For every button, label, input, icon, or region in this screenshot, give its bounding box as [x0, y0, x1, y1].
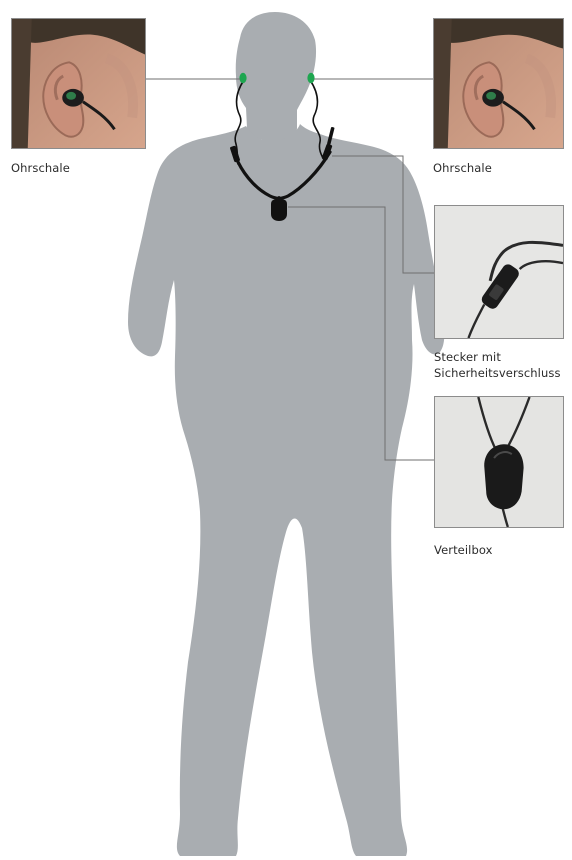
photo-right-ear: [433, 18, 564, 149]
right-earpiece-marker: [307, 73, 314, 83]
caption-distribution-box: Verteilbox: [434, 543, 493, 558]
caption-connector-line2: Sicherheitsverschluss: [434, 366, 561, 381]
photo-distribution-box: [434, 396, 564, 528]
caption-earpiece-right: Ohrschale: [433, 161, 492, 176]
ear-photo-icon: [12, 19, 145, 148]
photo-connector: [434, 205, 564, 339]
caption-earpiece-left: Ohrschale: [11, 161, 70, 176]
caption-connector-line1: Stecker mit: [434, 350, 501, 365]
cable-connector-photo-icon: [435, 206, 563, 338]
ear-photo-icon: [434, 19, 563, 148]
photo-left-ear: [11, 18, 146, 149]
silhouette-body: [128, 12, 444, 856]
left-earpiece-marker: [239, 73, 246, 83]
distribution-box-photo-icon: [435, 397, 563, 527]
distribution-box-shape: [271, 199, 287, 221]
